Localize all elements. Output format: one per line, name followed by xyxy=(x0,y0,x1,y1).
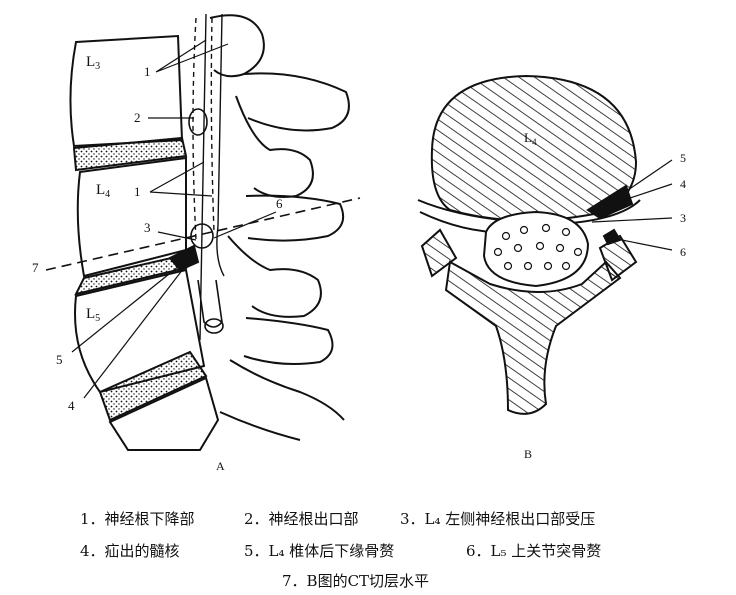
num-b-3: 3 xyxy=(680,211,686,225)
dural-sac-line xyxy=(199,13,207,341)
caption-2: 2．神经根出口部 xyxy=(244,510,359,528)
l4-l5-disc xyxy=(74,254,188,296)
l3-vertebral-body xyxy=(69,34,184,148)
num-4: 4 xyxy=(68,398,75,413)
panel-a-label: A xyxy=(216,459,225,473)
caption-5: 5．L₄ 椎体后下缘骨赘 xyxy=(244,542,395,560)
spine-diagram: L3 L4 L5 1 2 1 3 6 7 5 4 A xyxy=(32,13,686,473)
l4-vertebral-body xyxy=(76,156,187,278)
num-2: 2 xyxy=(134,110,141,125)
num-3: 3 xyxy=(144,220,151,235)
caption-1: 1．神经根下降部 xyxy=(80,510,195,528)
herniated-nucleus xyxy=(168,244,200,272)
num-b-6: 6 xyxy=(680,245,686,259)
num-6: 6 xyxy=(276,196,283,211)
num-1-mid: 1 xyxy=(134,184,141,199)
panel-b-label: B xyxy=(524,447,532,461)
caption-6: 6．L₅ 上关节突骨赘 xyxy=(466,542,602,560)
num-1-top: 1 xyxy=(144,64,151,79)
label-l5: L5 xyxy=(86,306,100,324)
num-7: 7 xyxy=(32,260,39,275)
posterior-elements-l4 xyxy=(245,194,344,242)
leader-lines xyxy=(71,39,277,399)
l3-l4-disc xyxy=(72,136,188,172)
posterior-elements-l5 xyxy=(243,317,334,365)
figure-b xyxy=(417,74,673,415)
num-5: 5 xyxy=(56,352,63,367)
figure-a xyxy=(45,13,361,451)
sacrum xyxy=(108,376,220,451)
caption-3: 3．L₄ 左侧神经根出口部受压 xyxy=(400,510,596,528)
osteophyte-vertebral xyxy=(586,184,634,220)
l5-s1-disc xyxy=(98,350,208,422)
dural-sac-axial xyxy=(482,210,590,288)
label-l4: L4 xyxy=(96,182,110,200)
spinous-process xyxy=(444,260,622,415)
num-b-4: 4 xyxy=(680,177,686,191)
ct-slice-line xyxy=(45,197,361,271)
figure-a-labels: L3 L4 L5 1 2 1 3 6 7 5 4 A xyxy=(32,54,283,473)
label-l3: L3 xyxy=(86,54,100,72)
caption-7: 7．B图的CT切层水平 xyxy=(282,572,430,590)
posterior-elements-l3 xyxy=(209,14,265,78)
num-b-5: 5 xyxy=(680,151,686,165)
lamina-left xyxy=(420,228,458,278)
nerve-root-descending xyxy=(192,17,197,241)
caption-4: 4．疝出的髓核 xyxy=(80,542,180,560)
nerve-root-exit-upper xyxy=(188,108,208,136)
leader-lines-b xyxy=(591,159,673,251)
nerve-root-dots xyxy=(493,223,583,271)
